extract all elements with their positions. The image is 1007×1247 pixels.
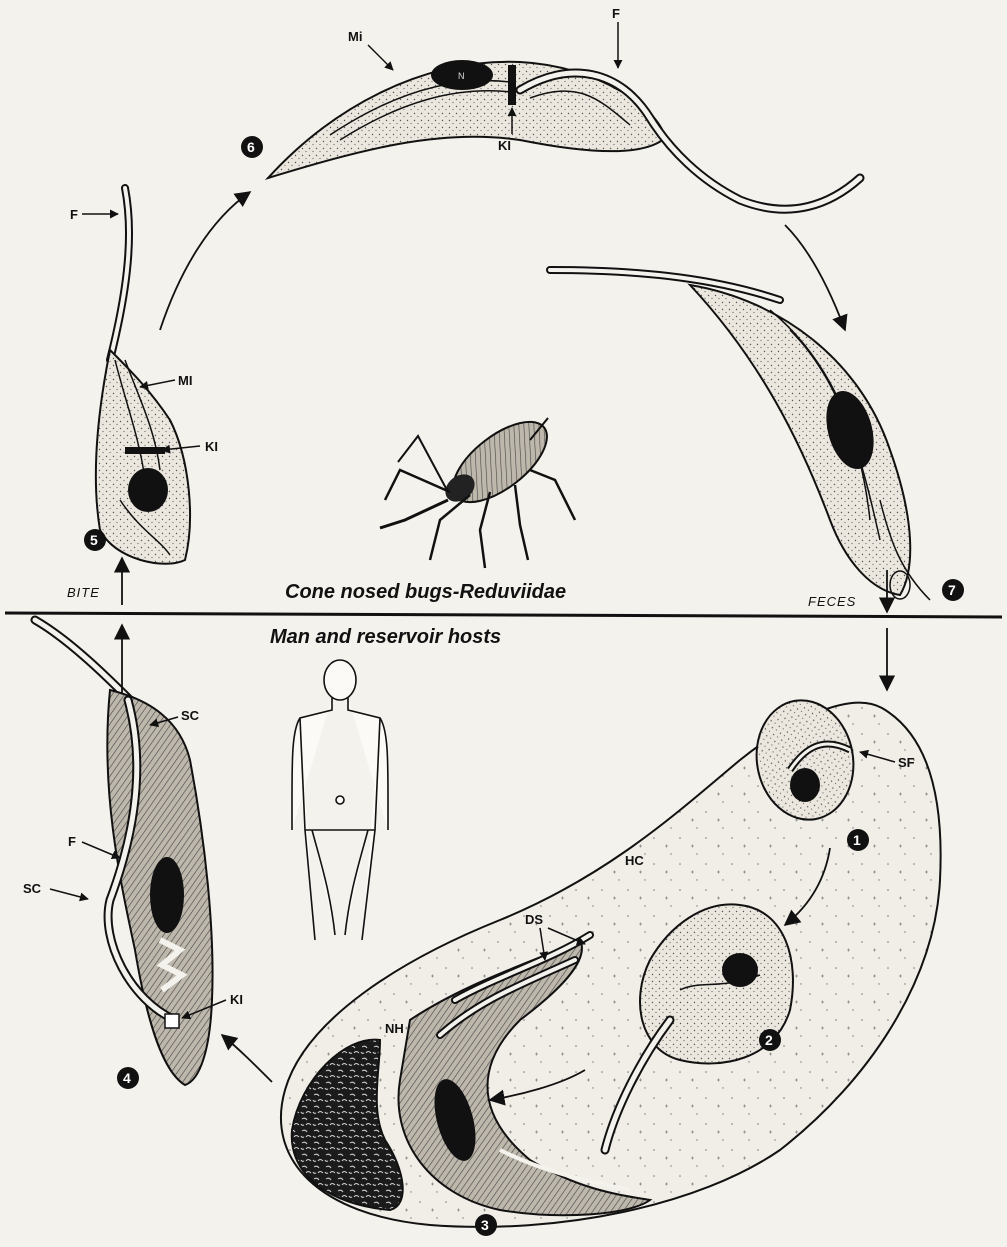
stage-6-mi-label: Mi	[348, 29, 362, 44]
host-divider-line	[5, 613, 1002, 617]
stage-5-ki-label: KI	[205, 439, 218, 454]
reduviid-bug-illustration	[380, 407, 575, 568]
stage-6-number: 6	[247, 139, 255, 155]
stage-5-mi-label: MI	[178, 373, 192, 388]
host-nucleus-label: NH	[385, 1021, 404, 1036]
stage-3-number: 3	[481, 1217, 489, 1233]
host-cell-label: HC	[625, 853, 644, 868]
human-figure-illustration	[292, 660, 388, 940]
stage-4-ki-label: KI	[230, 992, 243, 1007]
stage-7-trypomastigote: 7	[550, 270, 964, 601]
stage-1-sf-label: SF	[898, 755, 915, 770]
stage-4-sc-top-label: SC	[181, 708, 200, 723]
stage-4-nucleus	[150, 857, 184, 933]
arrow-3-to-4	[222, 1035, 272, 1082]
human-host-label: Man and reservoir hosts	[270, 626, 501, 648]
vector-host-label: Cone nosed bugs-Reduviidae	[285, 581, 566, 603]
bite-label: BITE	[67, 585, 100, 600]
stage-1-nucleus	[790, 768, 820, 802]
stage-5-epimastigote: 5	[84, 188, 190, 564]
feces-label: FECES	[808, 594, 856, 609]
arrow-5-to-6	[160, 192, 250, 330]
stage-1-number: 1	[853, 832, 861, 848]
stage-6-ki-label: KI	[498, 138, 511, 153]
stage-2-number: 2	[765, 1032, 773, 1048]
stage-5-nucleus	[128, 468, 168, 512]
stage-4-f-label: F	[68, 834, 76, 849]
stage-7-number: 7	[948, 582, 956, 598]
stage-6-f-label: F	[612, 6, 620, 21]
stage-5-f-label: F	[70, 207, 78, 222]
stage-4-trypomastigote: 4	[35, 620, 213, 1089]
stage-4-sc-left-label: SC	[23, 881, 42, 896]
stage-3-ds-label: DS	[525, 912, 543, 927]
stage-5-number: 5	[90, 532, 98, 548]
stage-6-nucleus-label: N	[458, 71, 465, 81]
stage-2-nucleus	[722, 953, 758, 987]
stage-6-epimastigote: N 6	[241, 60, 860, 209]
arrow-6-to-7	[785, 225, 845, 330]
stage-4-number: 4	[123, 1070, 131, 1086]
